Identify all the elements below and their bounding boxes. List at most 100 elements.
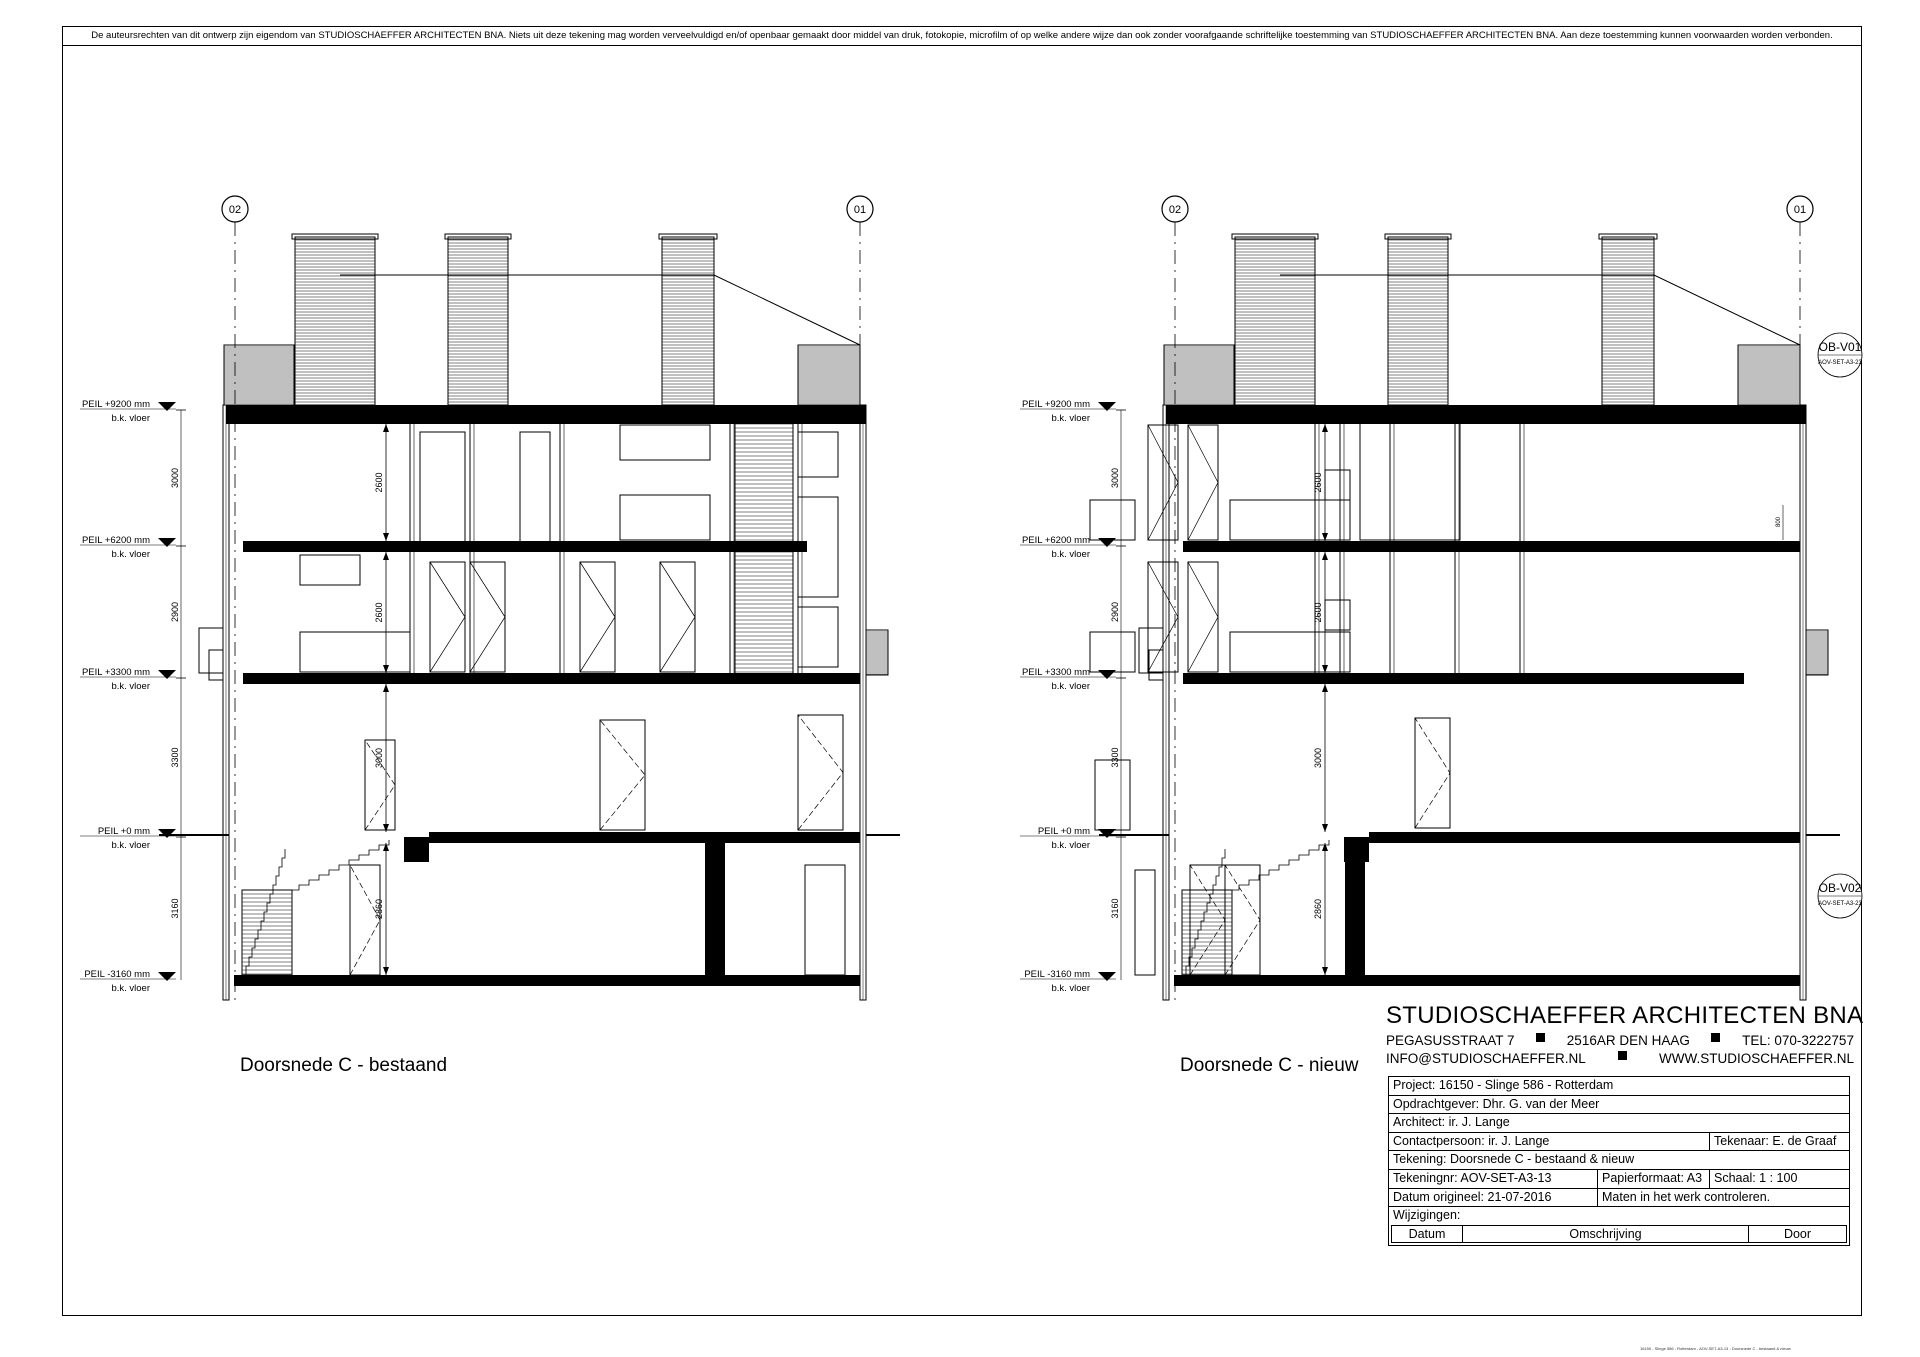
tb-number: Tekeningnr: AOV-SET-A3-13 [1393, 1170, 1552, 1185]
square-bullet-icon [1617, 1051, 1627, 1060]
height-dimension: 2860 [374, 843, 389, 975]
tb-col-date: Datum [1408, 1226, 1446, 1241]
door-double-swing [469, 561, 506, 618]
door-double [469, 561, 506, 673]
storey-dim-label: 2900 [1110, 602, 1120, 622]
door-narrow [1134, 869, 1156, 976]
chimney [294, 236, 376, 406]
level-marker [1098, 829, 1116, 838]
door-glass [1187, 561, 1219, 673]
level-sublabel: b.k. vloer [1051, 413, 1090, 424]
door-swing [349, 864, 381, 976]
height-dimension-label: 2860 [374, 899, 384, 919]
roof-slab [1166, 405, 1806, 424]
firm-email: INFO@STUDIOSCHAEFFER.NL [1386, 1051, 1586, 1066]
grid-marker-label: 02 [229, 204, 241, 216]
door-frame [1414, 717, 1451, 829]
door-double-swing [659, 616, 696, 673]
door-glass-swing [1147, 482, 1179, 541]
side-box-inner [1148, 649, 1164, 681]
door-double-frame [579, 561, 616, 673]
copyright-notice: De auteursrechten van dit ontwerp zijn e… [63, 27, 1861, 46]
level-sublabel: b.k. vloer [1051, 681, 1090, 692]
basement-stair [243, 849, 286, 976]
chimney-cap [1231, 233, 1319, 240]
cabinet-small [1324, 469, 1351, 501]
basement-slab [234, 975, 860, 986]
storey-dim-label: 3300 [1110, 747, 1120, 767]
stair-treads-outline [1181, 889, 1233, 976]
window-frame [419, 431, 466, 543]
door-double-swing [579, 561, 616, 618]
balcony-railing [865, 629, 889, 676]
height-dimension-arrow [1322, 424, 1328, 432]
level-marker [1098, 402, 1116, 411]
door-glass-swing [1187, 482, 1219, 541]
door-double-swing [579, 616, 616, 673]
door-double [429, 561, 466, 673]
chimney-cap [291, 233, 379, 240]
level-label: PEIL +6200 mm [82, 535, 150, 546]
side-box-inner [208, 649, 224, 681]
bathroom-unit [1094, 759, 1131, 831]
chimney-cap [1384, 233, 1452, 240]
door-glass-swing [1187, 561, 1219, 618]
level-label: PEIL +3300 mm [82, 667, 150, 678]
chimney [1387, 236, 1449, 406]
kitchen-cabinet-upper [619, 424, 711, 461]
level-marker [158, 538, 176, 547]
height-dimension-label: 2860 [1313, 899, 1323, 919]
tb-drafter: Tekenaar: E. de Graaf [1709, 1132, 1849, 1151]
grid-marker-label: 01 [854, 204, 866, 216]
balcony-railing [1805, 629, 1829, 676]
height-dimension-label: 3000 [374, 748, 384, 768]
column [705, 837, 725, 977]
door-glass-swing [1187, 616, 1219, 673]
window [797, 496, 839, 598]
kitchen-cabinet [1229, 499, 1351, 541]
door-double-frame [429, 561, 466, 673]
tb-date: Datum origineel: 21-07-2016 [1393, 1189, 1552, 1204]
door [1224, 864, 1261, 976]
floor-slab-2 [1183, 541, 1800, 552]
height-dimension-arrow [1322, 552, 1328, 560]
basement-stair-upper [289, 840, 390, 891]
door [1189, 864, 1226, 976]
plot-footnote: 16150 - Slinge 586 - Rotterdam - AOV-SET… [1640, 1346, 1791, 1351]
level-marker [158, 670, 176, 679]
kitchen-cabinet [1229, 631, 1351, 673]
detail-ref-sheet: AOV-SET-A3-23 [1818, 360, 1862, 366]
detail-ref-code: OB-V02 [1819, 881, 1862, 895]
level-label: PEIL +0 mm [98, 826, 150, 837]
roof-slab [226, 405, 866, 424]
door-double-frame [659, 561, 696, 673]
basement-slab [1174, 975, 1800, 986]
door-swing [1189, 864, 1226, 976]
roof-outline [1280, 274, 1801, 405]
height-dimension-arrow [1322, 665, 1328, 673]
door-swing [1414, 717, 1451, 829]
level-sublabel: b.k. vloer [111, 549, 150, 560]
cabinet-upper [299, 554, 361, 586]
storey-dim-label: 3000 [1110, 468, 1120, 488]
floor-slab-2 [243, 541, 807, 552]
chimney [1601, 236, 1655, 406]
tb-changes: Wijzigingen: [1393, 1208, 1461, 1223]
floor-slab-0 [429, 832, 860, 843]
storey-dim-label: 3300 [170, 747, 180, 767]
door [804, 864, 846, 976]
door [349, 864, 381, 976]
door-double-swing [469, 616, 506, 673]
height-dimension: 2600 [1313, 424, 1328, 541]
firm-tel: TEL: 070-3222757 [1742, 1033, 1854, 1048]
roof-railing-right [797, 344, 861, 406]
door-swing [599, 719, 646, 831]
floor-slab-1 [243, 673, 860, 684]
firm-block: STUDIOSCHAEFFER ARCHITECTEN BNA PEGASUSS… [1386, 1002, 1863, 1066]
detail-dim-label: 800 [1776, 516, 1782, 527]
kitchen-cabinet-lower [619, 494, 711, 541]
storey-dim-label: 2900 [170, 602, 180, 622]
detail-dimension: 800 [1776, 505, 1784, 540]
